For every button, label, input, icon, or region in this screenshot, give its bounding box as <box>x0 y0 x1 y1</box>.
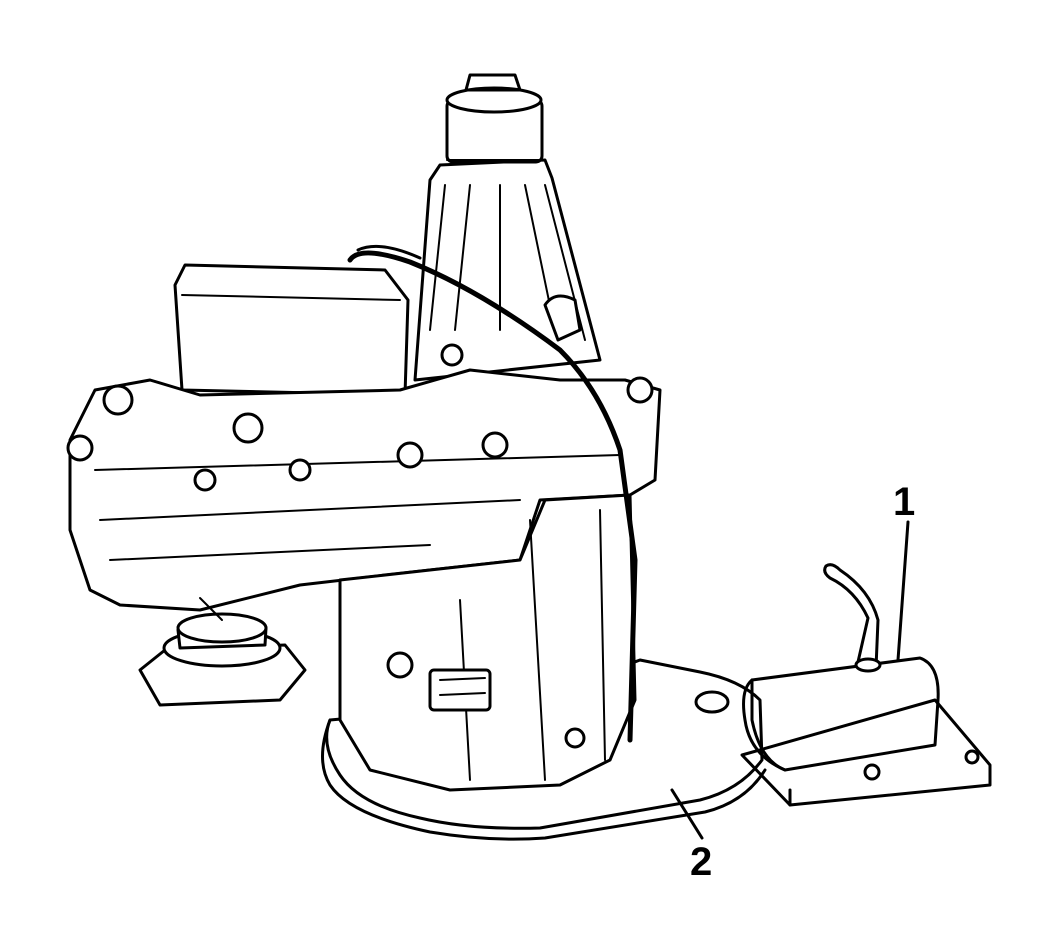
callout-1-leader <box>896 520 910 662</box>
holding-fixture-plate <box>321 658 767 841</box>
callout-2-leader <box>670 788 704 840</box>
transfer-case-assembly <box>66 73 662 792</box>
callout-1: 1 <box>893 480 916 524</box>
bench-fixture <box>740 563 992 807</box>
callout-2: 2 <box>690 840 713 884</box>
